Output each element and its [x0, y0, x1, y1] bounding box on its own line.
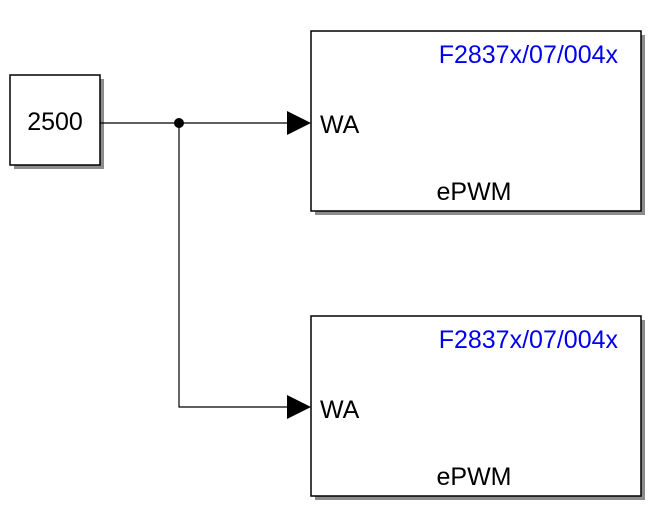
signal-lines[interactable] [100, 111, 311, 419]
epwm-block-2-body[interactable] [310, 315, 642, 497]
signal-line-branch[interactable] [178, 123, 290, 408]
epwm-block-1-chip-label: F2837x/07/004x [439, 41, 619, 69]
epwm-block-1[interactable]: F2837x/07/004x WA ePWM [310, 30, 645, 215]
branch-point[interactable] [174, 118, 184, 128]
constant-block-body[interactable] [9, 74, 101, 166]
epwm-block-1-name: ePWM [437, 178, 512, 206]
epwm-block-1-port-label: WA [320, 111, 360, 139]
constant-block[interactable]: 2500 [9, 74, 104, 169]
epwm-block-2-chip-label: F2837x/07/004x [439, 326, 619, 354]
epwm-block-2-name: ePWM [437, 463, 512, 491]
epwm-block-1-body[interactable] [310, 30, 642, 212]
epwm-block-2-port-label: WA [320, 396, 360, 424]
epwm-block-2[interactable]: F2837x/07/004x WA ePWM [310, 315, 645, 500]
arrowhead-bottom [287, 395, 311, 419]
arrowhead-top [287, 111, 311, 135]
constant-value: 2500 [27, 108, 83, 136]
